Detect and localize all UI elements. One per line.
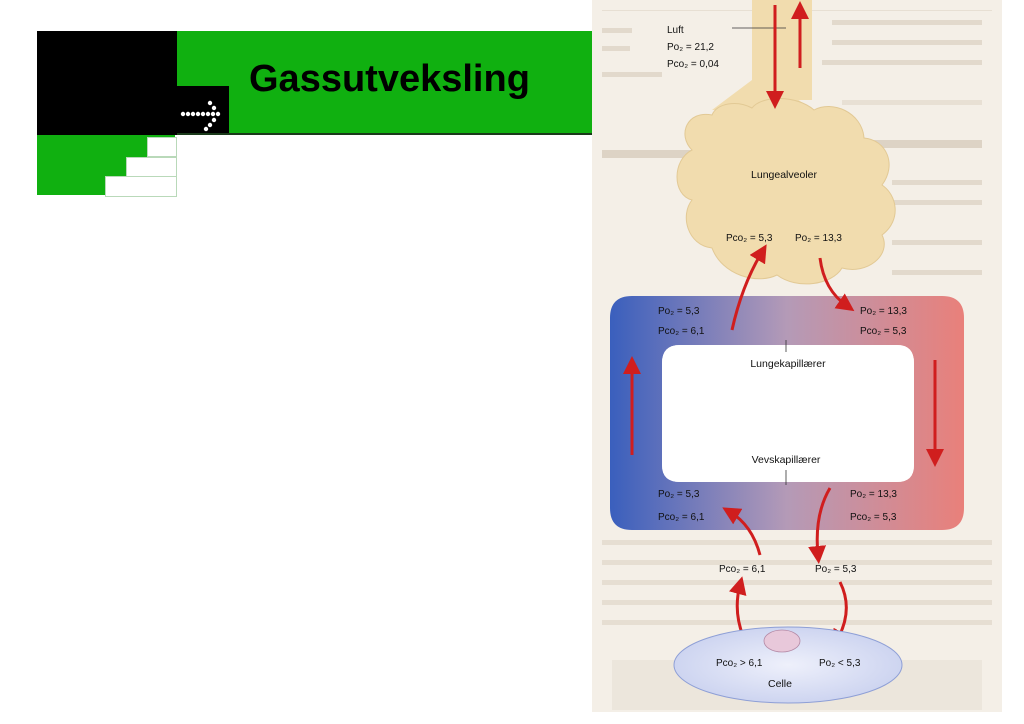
loop-bottom-right-pco2: Pco₂ = 5,3 [850, 512, 897, 523]
cell-nucleus [763, 629, 801, 653]
o2-to-blood-arrow [818, 257, 855, 312]
air-po2: Po₂ = 21,2 [667, 42, 714, 53]
banner-white-step-1 [147, 137, 177, 157]
co2-to-alveoli-arrow [730, 244, 767, 331]
loop-top-left-po2: Po₂ = 5,3 [658, 306, 700, 317]
tissue-pco2: Pco₂ = 6,1 [719, 564, 766, 575]
gas-exchange-diagram: Luft Po₂ = 21,2 Pco₂ = 0,04 Lungealveole… [592, 0, 1002, 712]
capillary-loop [610, 296, 964, 530]
cell-po2: Po₂ < 5,3 [819, 658, 861, 669]
tissue-po2: Po₂ = 5,3 [815, 564, 857, 575]
dotted-arrow-icon [180, 100, 221, 132]
loop-bottom-left-po2: Po₂ = 5,3 [658, 489, 700, 500]
co2-to-blood-arrow [722, 507, 762, 556]
lung-capillaries-label: Lungekapillærer [750, 358, 826, 370]
banner-white-step-3 [105, 176, 177, 197]
cell-pco2: Pco₂ > 6,1 [716, 658, 763, 669]
banner-black-block [37, 31, 177, 135]
alveoli-pco2: Pco₂ = 5,3 [726, 233, 773, 244]
alveoli-po2: Po₂ = 13,3 [795, 233, 842, 244]
banner-underline [177, 133, 592, 135]
tissue-capillaries-label: Vevskapillærer [752, 454, 821, 466]
alveoli-label: Lungealveoler [751, 169, 817, 181]
loop-bottom-left-pco2: Pco₂ = 6,1 [658, 512, 705, 523]
alveoli-cloud [676, 98, 896, 285]
cell [673, 626, 903, 704]
o2-to-tissue-arrow [808, 487, 832, 564]
loop-top-right-pco2: Pco₂ = 5,3 [860, 326, 907, 337]
loop-inner [662, 345, 914, 482]
slide-title: Gassutveksling [249, 58, 530, 100]
banner-white-step-2 [126, 157, 177, 177]
trachea [752, 0, 812, 100]
air-pco2: Pco₂ = 0,04 [667, 59, 719, 70]
air-label: Luft [667, 25, 684, 36]
loop-top-left-pco2: Pco₂ = 6,1 [658, 326, 705, 337]
cell-label: Celle [768, 678, 792, 690]
banner-black-step [177, 86, 229, 135]
loop-bottom-right-po2: Po₂ = 13,3 [850, 489, 897, 500]
loop-top-right-po2: Po₂ = 13,3 [860, 306, 907, 317]
